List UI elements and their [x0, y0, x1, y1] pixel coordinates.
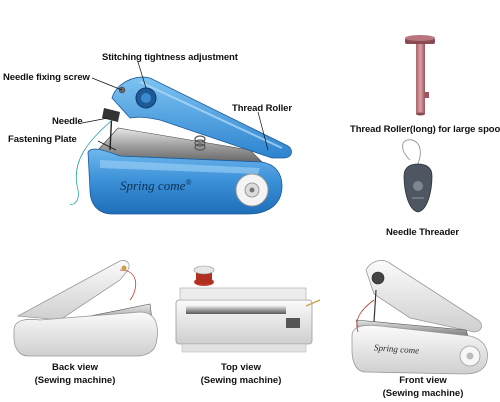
- caption-top-view: Top view (Sewing machine): [186, 361, 296, 387]
- caption-front-view: Front view (Sewing machine): [368, 374, 478, 400]
- spring-coil: [194, 135, 206, 151]
- label-stitching-tightness: Stitching tightness adjustment: [102, 52, 238, 63]
- caption-top-subtitle: (Sewing machine): [200, 375, 282, 386]
- label-needle: Needle: [52, 116, 83, 127]
- caption-top-title: Top view: [221, 362, 261, 373]
- caption-back-subtitle: (Sewing machine): [34, 375, 116, 386]
- label-needle-threader: Needle Threader: [386, 227, 459, 238]
- brand-name: Spring come: [120, 178, 186, 193]
- caption-back-title: Back view: [52, 362, 98, 373]
- leader-lines: [81, 61, 269, 151]
- back-view-machine: [13, 260, 158, 357]
- long-thread-roller: [405, 35, 435, 116]
- needle-threader: [402, 139, 433, 213]
- label-thread-roller-long: Thread Roller(long) for large spool: [350, 124, 500, 135]
- front-view-machine: [351, 260, 488, 375]
- caption-front-title: Front view: [399, 375, 447, 386]
- label-needle-fixing-screw: Needle fixing screw: [3, 72, 90, 83]
- top-view-machine: [175, 265, 321, 353]
- brand-mark: ®: [185, 178, 192, 187]
- caption-front-subtitle: (Sewing machine): [382, 388, 464, 399]
- main-machine: [69, 76, 292, 215]
- main-brand: Spring come®: [120, 178, 191, 194]
- caption-back-view: Back view (Sewing machine): [20, 361, 130, 387]
- label-thread-roller: Thread Roller: [232, 103, 292, 114]
- label-fastening-plate: Fastening Plate: [8, 134, 77, 145]
